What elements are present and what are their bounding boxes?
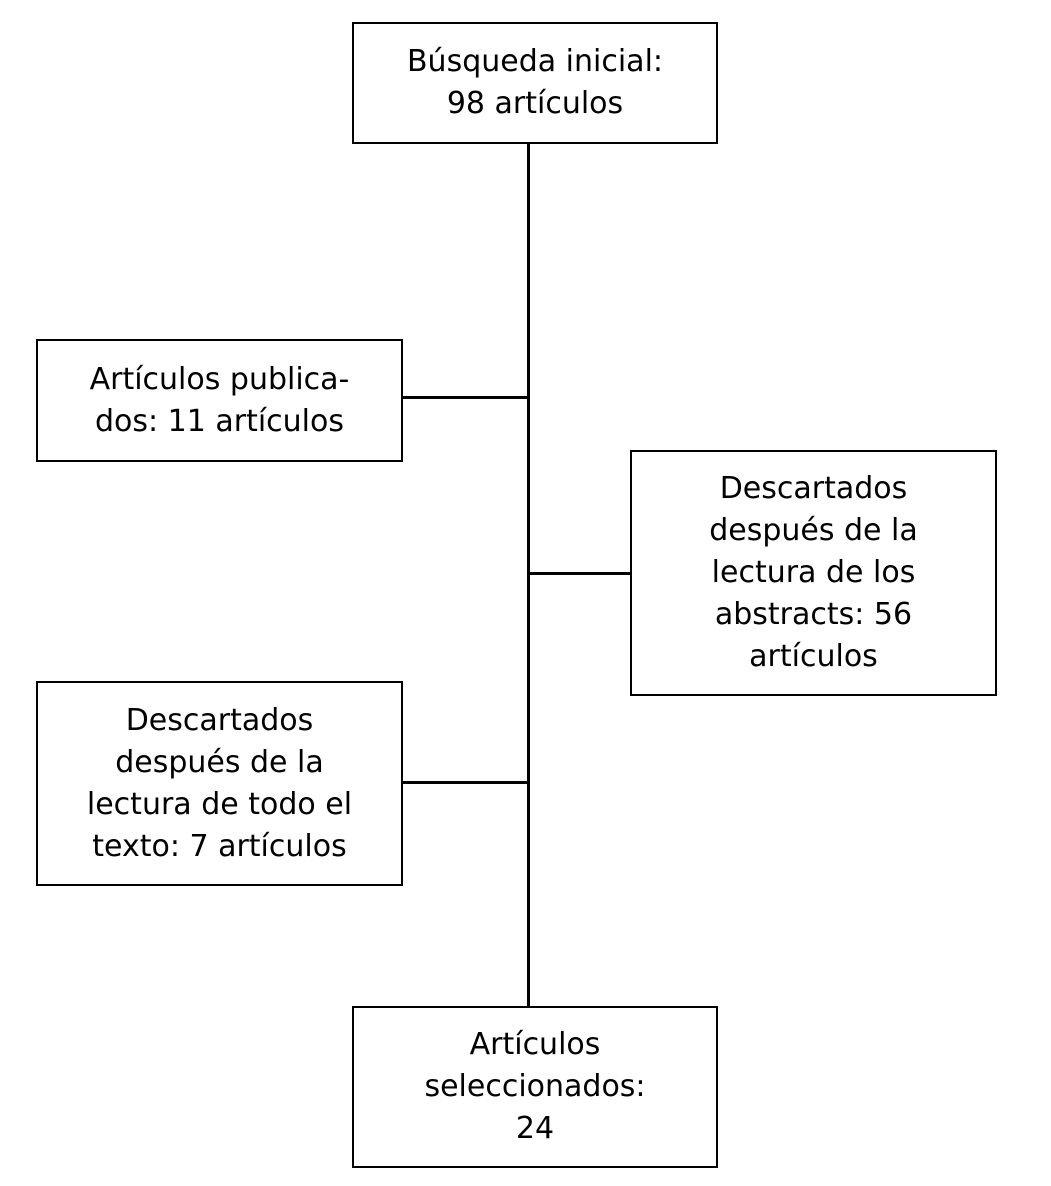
connector-discarded-fulltext-to-spine: [402, 781, 529, 784]
connector-published-to-spine: [402, 396, 529, 399]
node-published-articles-label: Artículos publica- dos: 11 artículos: [89, 361, 350, 439]
node-published-articles: Artículos publica- dos: 11 artículos: [36, 339, 403, 462]
node-discarded-after-abstracts: Descartados después de la lectura de los…: [630, 450, 997, 696]
node-discarded-after-fulltext: Descartados después de la lectura de tod…: [36, 681, 403, 886]
node-discarded-after-fulltext-label: Descartados después de la lectura de tod…: [86, 702, 353, 864]
connector-spine-to-discarded-abstracts: [529, 572, 632, 575]
node-selected-articles-label: Artículos seleccionados: 24: [424, 1027, 646, 1146]
node-discarded-after-abstracts-label: Descartados después de la lectura de los…: [709, 471, 918, 674]
node-initial-search-label: Búsqueda inicial: 98 artículos: [406, 44, 664, 121]
node-initial-search: Búsqueda inicial: 98 artículos: [352, 22, 718, 144]
connector-main-spine: [527, 143, 530, 1007]
node-selected-articles: Artículos seleccionados: 24: [352, 1006, 718, 1168]
